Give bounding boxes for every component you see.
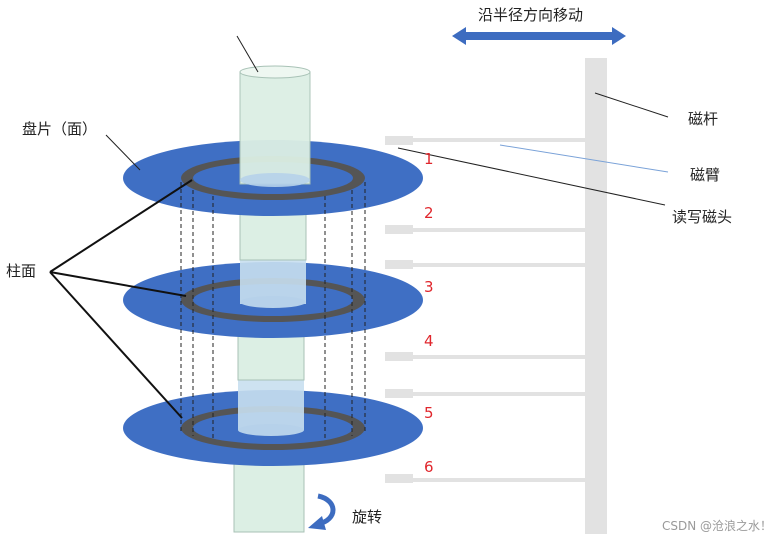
platter-leader (105, 134, 141, 171)
surface-number: 6 (424, 458, 434, 476)
rod (585, 58, 607, 534)
leader-lines (105, 35, 669, 206)
head-2 (385, 225, 413, 234)
arm-6 (385, 478, 585, 482)
rotate-arrow-icon (308, 493, 336, 530)
rod-leader (594, 92, 669, 118)
surface-number: 1 (424, 150, 434, 168)
surface-number: 3 (424, 278, 434, 296)
cylinder-label: 柱面 (6, 262, 36, 280)
arm-1 (385, 138, 585, 142)
spindle-segment-3 (238, 372, 304, 430)
head-4 (385, 352, 413, 361)
move-direction-label: 沿半径方向移动 (478, 6, 583, 24)
head-3 (385, 260, 413, 269)
arm-leader (499, 144, 669, 173)
spindle-bottom (233, 459, 305, 533)
platter-1 (123, 140, 423, 216)
watermark: CSDN @沧浪之水！ (662, 518, 772, 533)
cylinder-dashed-lines (180, 182, 366, 440)
rod-label: 磁杆 (688, 110, 718, 128)
surface-number: 4 (424, 332, 434, 350)
arm-5 (385, 392, 585, 396)
head-1 (385, 136, 413, 145)
head-leader (397, 147, 666, 206)
head-5 (385, 389, 413, 398)
cylinder-leaders (49, 179, 193, 419)
arm-4 (385, 355, 585, 359)
arms (385, 136, 585, 483)
spindle-leader (236, 35, 259, 73)
spindle-cap-3 (238, 424, 304, 436)
surface-number: 5 (424, 404, 434, 422)
platter-label: 盘片（面） (22, 120, 97, 138)
spindle-top-cap (239, 65, 311, 79)
spindle-middle-lower (237, 329, 305, 381)
arm-3 (385, 263, 585, 267)
head-6 (385, 474, 413, 483)
head-label: 读写磁头 (672, 208, 732, 226)
arm-label: 磁臂 (690, 166, 720, 184)
spindle-top (239, 71, 311, 185)
radial-movement-arrow (452, 27, 626, 45)
surface-number: 2 (424, 204, 434, 222)
rotate-label: 旋转 (352, 508, 382, 526)
spindle-cap-1 (240, 173, 310, 187)
spindle-cap-2 (240, 296, 306, 308)
arm-2 (385, 228, 585, 232)
